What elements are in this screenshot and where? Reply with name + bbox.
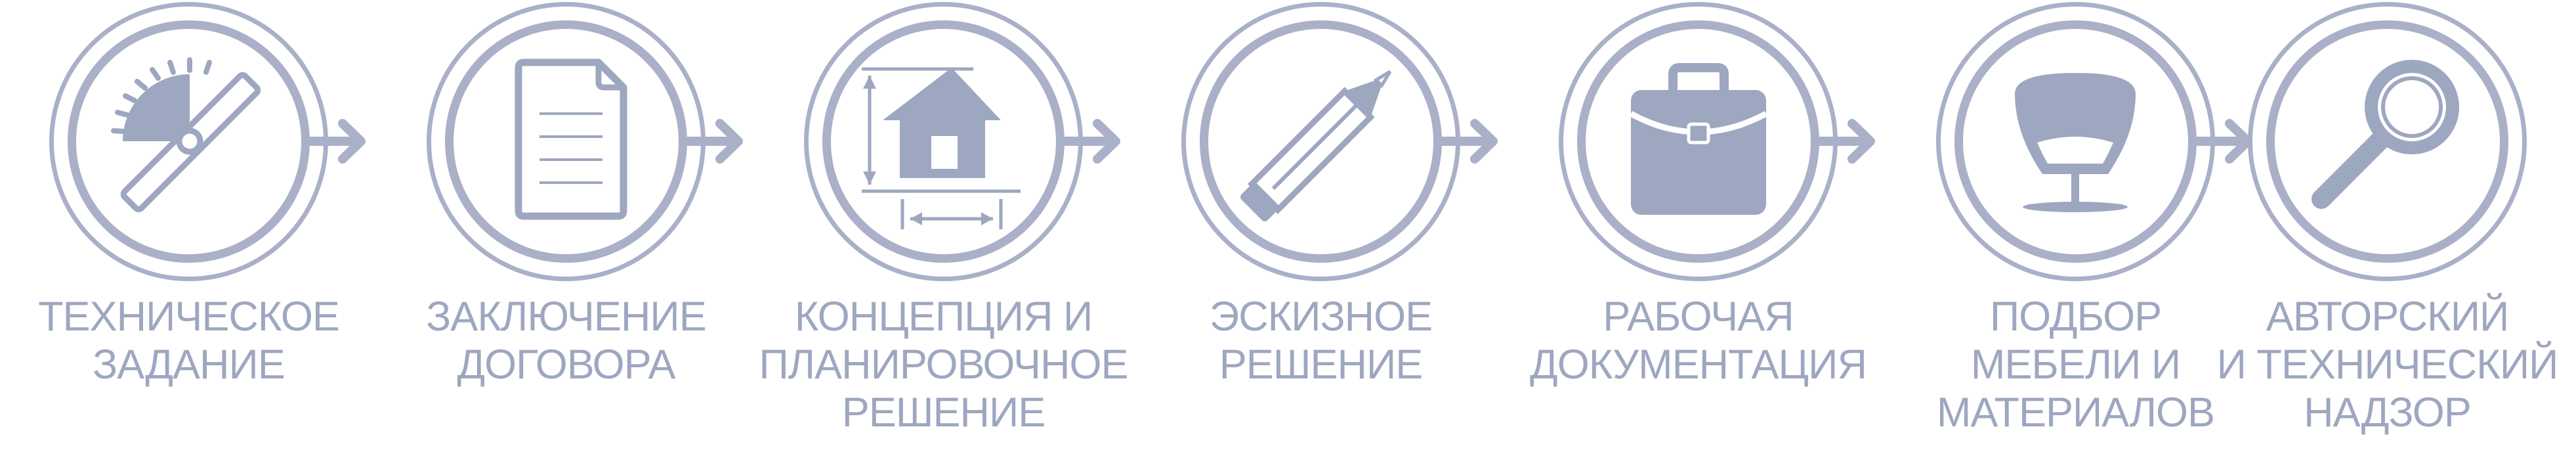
step-supervision: АВТОРСКИЙ И ТЕХНИЧЕСКИЙ НАДЗОР (2199, 0, 2576, 452)
step-label-line: ДОГОВОРА (457, 342, 675, 388)
step-label-line: АВТОРСКИЙ (2266, 294, 2510, 340)
step-label-line: КОНЦЕПЦИЯ И (794, 294, 1093, 340)
step-sketch: ЭСКИЗНОЕ РЕШЕНИЕ (1132, 0, 1510, 452)
step-label-line: ПОДБОР (1989, 294, 2162, 340)
arrow-right-icon (1814, 117, 1877, 166)
step-contract: ЗАКЛЮЧЕНИЕ ДОГОВОРА (377, 0, 755, 452)
step-badge (49, 2, 328, 281)
step-label: ЗАКЛЮЧЕНИЕ ДОГОВОРА (377, 293, 755, 389)
protractor-icon (49, 2, 328, 281)
step-label-line: ЗАДАНИЕ (93, 342, 285, 388)
step-label: АВТОРСКИЙ И ТЕХНИЧЕСКИЙ НАДЗОР (2199, 293, 2576, 437)
step-label-line: МАТЕРИАЛОВ (1936, 390, 2215, 436)
step-label-line: НАДЗОР (2304, 390, 2472, 436)
step-label-line: ДОКУМЕНТАЦИЯ (1530, 342, 1867, 388)
arrow-right-icon (1437, 117, 1500, 166)
step-label-line: ПЛАНИРОВОЧНОЕ (759, 342, 1128, 388)
arrow-right-icon (2191, 117, 2254, 166)
step-badge (427, 2, 706, 281)
step-label: КОНЦЕПЦИЯ И ПЛАНИРОВОЧНОЕ РЕШЕНИЕ (755, 293, 1132, 437)
step-label-line: И ТЕХНИЧЕСКИЙ (2216, 342, 2559, 388)
house-plan-icon (804, 2, 1083, 281)
step-label-line: РЕШЕНИЕ (841, 390, 1046, 436)
step-label-line: РАБОЧАЯ (1603, 294, 1794, 340)
step-technical-task: ТЕХНИЧЕСКОЕ ЗАДАНИЕ (0, 0, 377, 452)
pencil-icon (1181, 2, 1460, 281)
step-label: РАБОЧАЯ ДОКУМЕНТАЦИЯ (1510, 293, 1887, 389)
step-working-docs: РАБОЧАЯ ДОКУМЕНТАЦИЯ (1510, 0, 1887, 452)
step-label: ПОДБОР МЕБЕЛИ И МАТЕРИАЛОВ (1887, 293, 2264, 437)
magnifier-icon (2248, 2, 2527, 281)
step-label-line: ТЕХНИЧЕСКОЕ (38, 294, 340, 340)
step-label-line: МЕБЕЛИ И (1970, 342, 2181, 388)
step-badge (1936, 2, 2215, 281)
arrow-right-icon (305, 117, 368, 166)
step-label: ТЕХНИЧЕСКОЕ ЗАДАНИЕ (0, 293, 377, 389)
step-label: ЭСКИЗНОЕ РЕШЕНИЕ (1132, 293, 1510, 389)
step-badge (1559, 2, 1838, 281)
document-icon (427, 2, 706, 281)
step-label-line: ЗАКЛЮЧЕНИЕ (426, 294, 706, 340)
step-badge (2248, 2, 2527, 281)
step-label-line: РЕШЕНИЕ (1219, 342, 1424, 388)
step-badge (1181, 2, 1460, 281)
chair-icon (1936, 2, 2215, 281)
briefcase-icon (1559, 2, 1838, 281)
arrow-right-icon (1059, 117, 1122, 166)
step-label-line: ЭСКИЗНОЕ (1209, 294, 1433, 340)
step-badge (804, 2, 1083, 281)
arrow-right-icon (682, 117, 745, 166)
step-concept: КОНЦЕПЦИЯ И ПЛАНИРОВОЧНОЕ РЕШЕНИЕ (755, 0, 1132, 452)
